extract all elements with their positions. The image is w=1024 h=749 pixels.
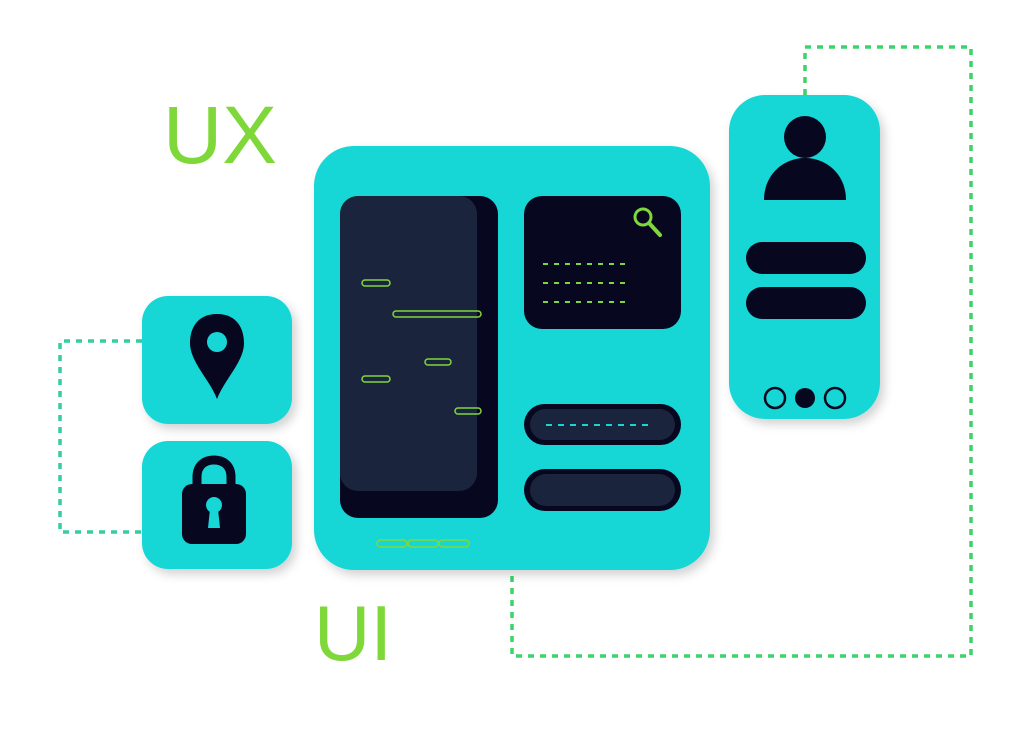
ui-label: UI (314, 589, 392, 677)
code-lines (361, 279, 482, 430)
code-panel (340, 196, 498, 518)
connector-top-right (510, 45, 973, 658)
lock-card (142, 441, 292, 569)
location-pin-icon (190, 314, 244, 399)
input-pill (524, 404, 681, 445)
connector-left (58, 339, 142, 534)
user-avatar-icon (764, 116, 846, 200)
search-panel (524, 196, 681, 329)
pager-dot-3 (823, 386, 847, 410)
pager-dots (763, 386, 847, 410)
location-card (142, 296, 292, 424)
main-screen-card (314, 146, 710, 570)
profile-field-2 (746, 287, 866, 319)
search-result-lines (543, 263, 628, 303)
dashed-connectors (58, 45, 973, 658)
pager-dot-2 (795, 388, 815, 408)
pager-dot-1 (763, 386, 787, 410)
bottom-indicator (376, 539, 470, 548)
magnifier-icon (633, 207, 662, 237)
padlock-icon (182, 455, 246, 544)
ux-label: UX (163, 90, 277, 181)
button-pill (524, 469, 681, 511)
profile-card (729, 95, 880, 419)
profile-field-1 (746, 242, 866, 274)
